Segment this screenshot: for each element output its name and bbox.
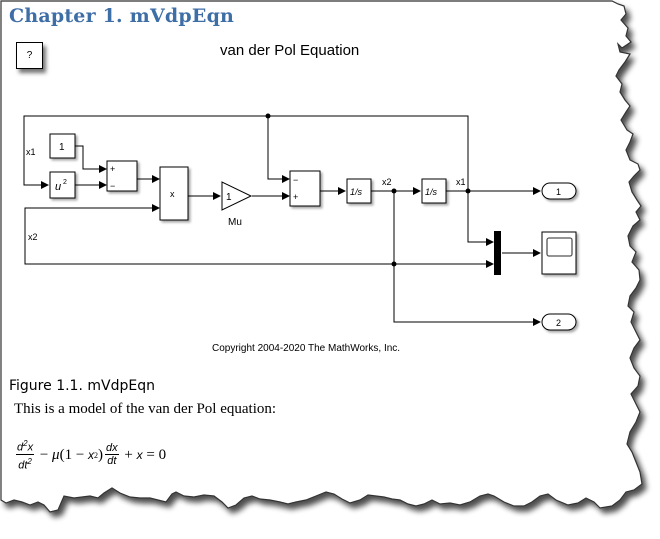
integrator2-block[interactable]: 1/s xyxy=(421,178,447,204)
product-label: x xyxy=(170,189,175,199)
gain-block[interactable]: 1 Mu xyxy=(221,181,253,228)
eq-x-exponent: 2 xyxy=(94,450,99,460)
outport2-label: 2 xyxy=(556,318,561,328)
constant-value: 1 xyxy=(59,142,65,153)
scope-block[interactable] xyxy=(541,231,577,275)
sum1-minus-sign: − xyxy=(110,181,115,191)
constant-block[interactable]: 1 xyxy=(49,133,76,159)
help-button[interactable]: ? xyxy=(16,42,43,69)
eq-equals-zero: = 0 xyxy=(142,446,167,463)
line-x2-down xyxy=(393,191,541,326)
second-derivative-fraction: d2x dt2 xyxy=(16,439,35,472)
sum2-block[interactable]: − + xyxy=(289,170,321,207)
line-x2-feedback xyxy=(24,204,394,265)
sum2-plus-sign: + xyxy=(293,192,298,202)
gain-value: 1 xyxy=(226,192,232,203)
signal-label-x2: x2 xyxy=(28,232,38,242)
signal-label-x1: x1 xyxy=(456,177,466,187)
square-block[interactable]: u 2 xyxy=(49,171,76,199)
eq-paren-close: ) xyxy=(98,446,104,463)
product-block[interactable]: x xyxy=(159,166,189,221)
signal-lines xyxy=(23,115,541,326)
mux-block[interactable] xyxy=(494,231,501,275)
square-label: u xyxy=(55,181,61,193)
first-derivative-fraction: dx dt xyxy=(105,442,119,468)
branch-point xyxy=(465,188,471,194)
signal-label-x2: x2 xyxy=(382,177,392,187)
branch-point xyxy=(265,113,271,119)
sum2-minus-sign: − xyxy=(293,175,298,185)
copyright-text: Copyright 2004-2020 The MathWorks, Inc. xyxy=(212,343,401,354)
eq-x: x xyxy=(88,448,95,463)
torn-paper-edge xyxy=(0,0,643,513)
chapter-title: Chapter 1. mVdpEqn xyxy=(9,5,235,27)
integrator1-block[interactable]: 1/s xyxy=(346,178,372,204)
square-exponent: 2 xyxy=(63,179,67,186)
scope-icon xyxy=(546,237,573,257)
eq-mu: μ xyxy=(52,446,60,463)
integrator1-label: 1/s xyxy=(350,187,363,197)
line-x1-mux xyxy=(467,191,494,246)
outport2-block[interactable]: 2 xyxy=(541,313,577,331)
figure-caption: Figure 1.1. mVdpEqn xyxy=(9,378,155,394)
integrator2-label: 1/s xyxy=(425,187,438,197)
eq-paren-open: (1 − xyxy=(59,446,89,463)
eq-plus: + xyxy=(120,446,137,463)
model-description: This is a model of the van der Pol equat… xyxy=(14,401,277,417)
branch-points xyxy=(265,113,471,267)
eq-x: x xyxy=(136,448,143,463)
line-x1-feedback xyxy=(23,115,469,190)
branch-point xyxy=(391,188,397,194)
sum1-block[interactable]: + − xyxy=(106,160,138,192)
sum1-plus-sign: + xyxy=(110,164,115,174)
branch-point xyxy=(391,261,397,267)
diagram-title: van der Pol Equation xyxy=(220,42,360,59)
outport1-block[interactable]: 1 xyxy=(541,182,577,200)
outport1-label: 1 xyxy=(556,187,561,197)
line-branch-sum2 xyxy=(267,116,290,183)
line-const-sum1 xyxy=(75,145,107,173)
gain-name: Mu xyxy=(228,217,242,228)
eq-minus: − xyxy=(36,446,53,463)
signal-label-x1: x1 xyxy=(26,147,36,157)
